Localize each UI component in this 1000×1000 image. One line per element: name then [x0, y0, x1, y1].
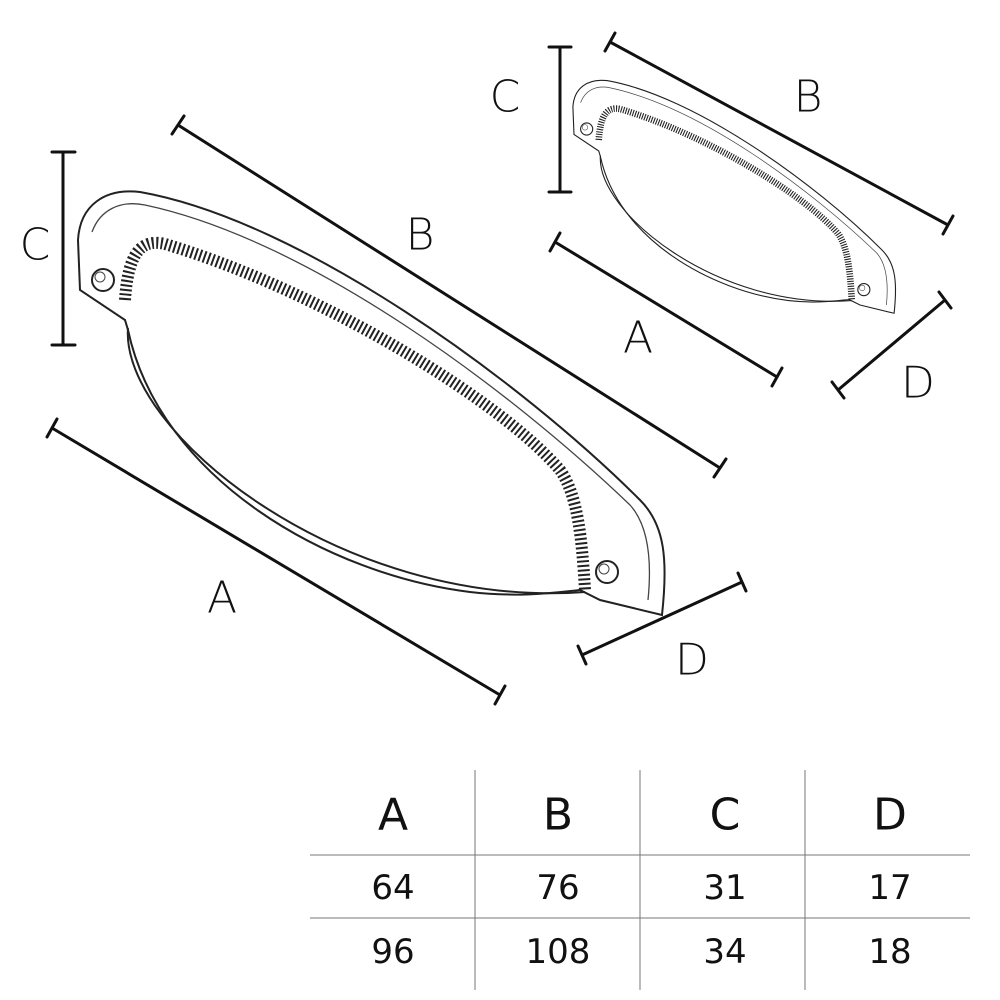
small-a-dimension — [548, 231, 784, 388]
table-header-b: B — [542, 789, 574, 841]
small-b-dimension — [603, 31, 955, 236]
table-cell: 34 — [703, 932, 747, 972]
small-c-dimension — [547, 45, 573, 194]
table-cell: 108 — [525, 932, 591, 972]
small-d-dimension — [830, 290, 953, 400]
small-label-a: A — [622, 312, 654, 364]
large-label-c: C — [19, 219, 51, 271]
table-cell: 96 — [371, 932, 415, 972]
table-grid — [310, 770, 970, 990]
large-label-a: A — [206, 572, 238, 624]
table-header-d: D — [873, 789, 907, 841]
large-label-b: B — [405, 209, 435, 261]
small-handle — [573, 80, 896, 313]
table-cell: 76 — [536, 868, 580, 908]
large-a-dimension — [45, 417, 507, 706]
large-b-dimension — [170, 114, 728, 479]
table-header-a: A — [377, 789, 409, 841]
table-cell: 64 — [371, 868, 415, 908]
large-c-dimension — [50, 150, 77, 347]
table-header-c: C — [709, 789, 741, 841]
table-cell: 17 — [868, 868, 912, 908]
small-label-d: D — [901, 357, 935, 409]
large-d-dimension — [576, 571, 748, 666]
large-label-d: D — [675, 634, 709, 686]
small-label-c: C — [489, 71, 521, 123]
table-cell: 18 — [868, 932, 912, 972]
dimension-lines — [45, 31, 955, 706]
small-label-b: B — [793, 71, 823, 123]
table-cell: 31 — [703, 868, 747, 908]
